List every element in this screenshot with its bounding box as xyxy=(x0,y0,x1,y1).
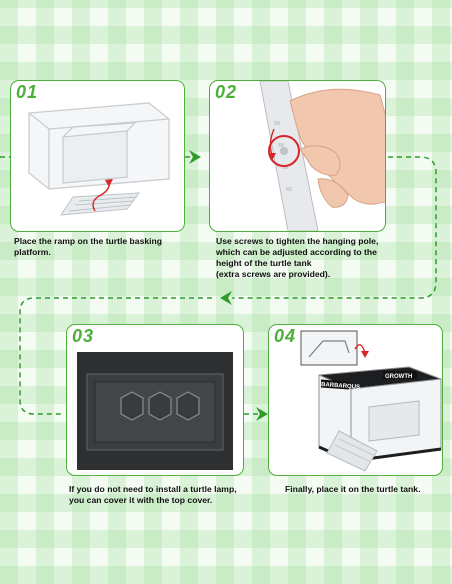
product-label-back: GROWTH xyxy=(385,374,412,380)
step-1-caption: Place the ramp on the turtle basking pla… xyxy=(14,236,162,258)
step-4-panel: 04 BARBAROUS GROWTH xyxy=(268,324,443,476)
top-cover-photo xyxy=(77,352,233,470)
arrowhead-left xyxy=(220,291,232,305)
caption-line: If you do not need to install a turtle l… xyxy=(69,484,237,494)
caption-line: (extra screws are provided). xyxy=(216,269,331,279)
caption-line: Use screws to tighten the hanging pole, xyxy=(216,236,379,246)
step-1-panel: 01 xyxy=(10,80,185,232)
hexagon-vents xyxy=(120,391,200,421)
step-3-number: 03 xyxy=(72,326,95,346)
ramp-tank-illustration xyxy=(28,102,170,216)
step-3-panel: 03 xyxy=(66,324,244,476)
ramp xyxy=(60,192,141,216)
step-2-panel: 02 xyxy=(209,80,386,232)
hanging-pole xyxy=(259,81,319,231)
flow-arrowheads xyxy=(189,150,268,421)
assembled-tank-illustration: BARBAROUS GROWTH xyxy=(300,330,442,472)
screw-tightening-photo xyxy=(259,81,385,231)
step-3-caption: If you do not need to install a turtle l… xyxy=(69,484,237,506)
arrowhead-right xyxy=(189,150,201,164)
caption-line: which can be adjusted according to the xyxy=(216,247,377,257)
step-4-number: 04 xyxy=(274,326,297,346)
step-1-number: 01 xyxy=(16,82,39,102)
caption-line: Finally, place it on the turtle tank. xyxy=(285,484,421,494)
caption-line: Place the ramp on the turtle basking xyxy=(14,236,163,246)
product-label-front: BARBAROUS xyxy=(321,382,360,391)
hand xyxy=(289,88,385,208)
step-2-caption: Use screws to tighten the hanging pole, … xyxy=(216,236,378,280)
step-4-caption: Finally, place it on the turtle tank. xyxy=(285,484,420,495)
caption-line: height of the turtle tank xyxy=(216,258,312,268)
screw-highlight-circle xyxy=(268,135,300,167)
caption-line: platform. xyxy=(14,247,51,257)
step-2-number: 02 xyxy=(215,82,238,102)
arrowhead-right xyxy=(256,407,268,421)
caption-line: you can cover it with the top cover. xyxy=(69,495,213,505)
